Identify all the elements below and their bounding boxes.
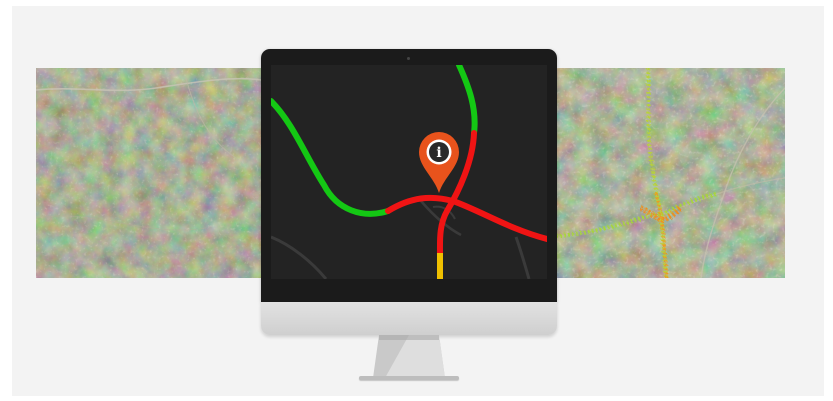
satellite-map-left xyxy=(36,68,262,278)
gps-trace xyxy=(556,68,717,278)
desktop-monitor: i xyxy=(261,49,557,386)
background-road xyxy=(271,235,328,279)
monitor-chin xyxy=(261,302,557,335)
satellite-image-right xyxy=(556,68,785,278)
route-segment-red-east xyxy=(385,194,547,242)
hero-illustration: i xyxy=(12,6,824,396)
route-segment-green-north xyxy=(456,65,478,136)
camera-dot xyxy=(407,57,410,60)
background-road xyxy=(514,236,531,279)
satellite-map-right xyxy=(556,68,785,278)
monitor-bezel: i xyxy=(261,49,557,302)
route-map: i xyxy=(271,65,547,279)
info-icon xyxy=(429,142,449,162)
monitor-screen: i xyxy=(271,65,547,279)
location-pin-icon[interactable]: i xyxy=(419,132,459,193)
route-segment-green-west xyxy=(271,98,391,217)
monitor-base xyxy=(359,376,459,380)
satellite-image-left xyxy=(36,68,262,278)
monitor-stand xyxy=(371,335,447,378)
info-glyph: i xyxy=(436,145,441,161)
route-segment-red-south xyxy=(436,130,477,256)
